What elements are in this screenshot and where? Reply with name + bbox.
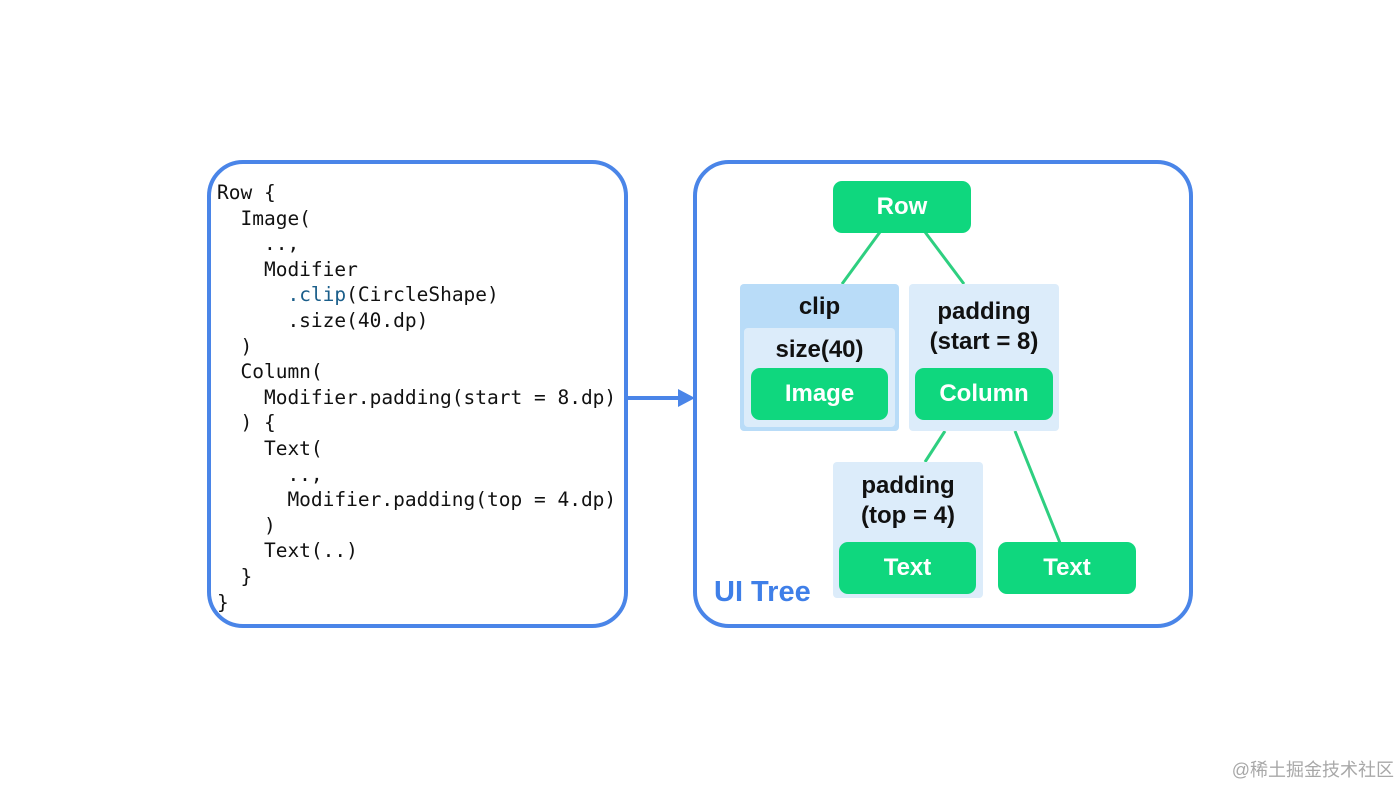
padding-start-value: (start = 8) bbox=[929, 328, 1039, 355]
code-panel bbox=[207, 160, 628, 628]
code-line: Text(..) bbox=[217, 539, 358, 563]
code-clip-args: (CircleShape) bbox=[346, 283, 499, 307]
code-line: ) bbox=[217, 334, 253, 358]
code-line: } bbox=[217, 564, 253, 588]
code-line: .., bbox=[217, 462, 323, 486]
code-line: .., bbox=[217, 232, 300, 256]
code-line: Modifier.padding(start = 8.dp) bbox=[217, 385, 617, 409]
padding-top-label: padding bbox=[861, 472, 955, 499]
edge-row-padding bbox=[923, 231, 966, 285]
code-line: ) { bbox=[217, 411, 276, 435]
edge-row-clip bbox=[840, 231, 882, 285]
size-label: size(40) bbox=[775, 336, 864, 363]
code-line: Modifier.padding(top = 4.dp) bbox=[217, 488, 617, 512]
code-line: Text( bbox=[217, 436, 323, 460]
code-keyword-clip: .clip bbox=[287, 283, 347, 307]
code-line: .size(40.dp) bbox=[217, 308, 429, 332]
ui-tree-label: UI Tree bbox=[714, 576, 811, 608]
code-block: Row { Image( .., Modifier .clip(CircleSh… bbox=[217, 180, 616, 615]
clip-label: clip bbox=[798, 293, 841, 320]
text-node-2: Text bbox=[998, 542, 1136, 594]
code-line: Column( bbox=[217, 360, 323, 384]
column-node: Column bbox=[915, 368, 1053, 420]
code-line-clip: .clip(CircleShape) bbox=[217, 282, 616, 308]
padding-top-value: (top = 4) bbox=[861, 502, 955, 529]
code-line: } bbox=[217, 590, 229, 614]
edge-column-padding bbox=[923, 430, 947, 463]
watermark: @稀土掘金技术社区 bbox=[1231, 760, 1394, 780]
code-line: Image( bbox=[217, 206, 311, 230]
code-line: Row { bbox=[217, 181, 276, 204]
text-node-1: Text bbox=[839, 542, 976, 594]
code-line: Modifier bbox=[217, 257, 358, 281]
row-node: Row bbox=[833, 181, 971, 233]
padding-start-label: padding bbox=[937, 298, 1031, 325]
edge-column-text bbox=[1013, 430, 1062, 544]
image-node: Image bbox=[751, 368, 888, 420]
code-line: ) bbox=[217, 513, 276, 537]
